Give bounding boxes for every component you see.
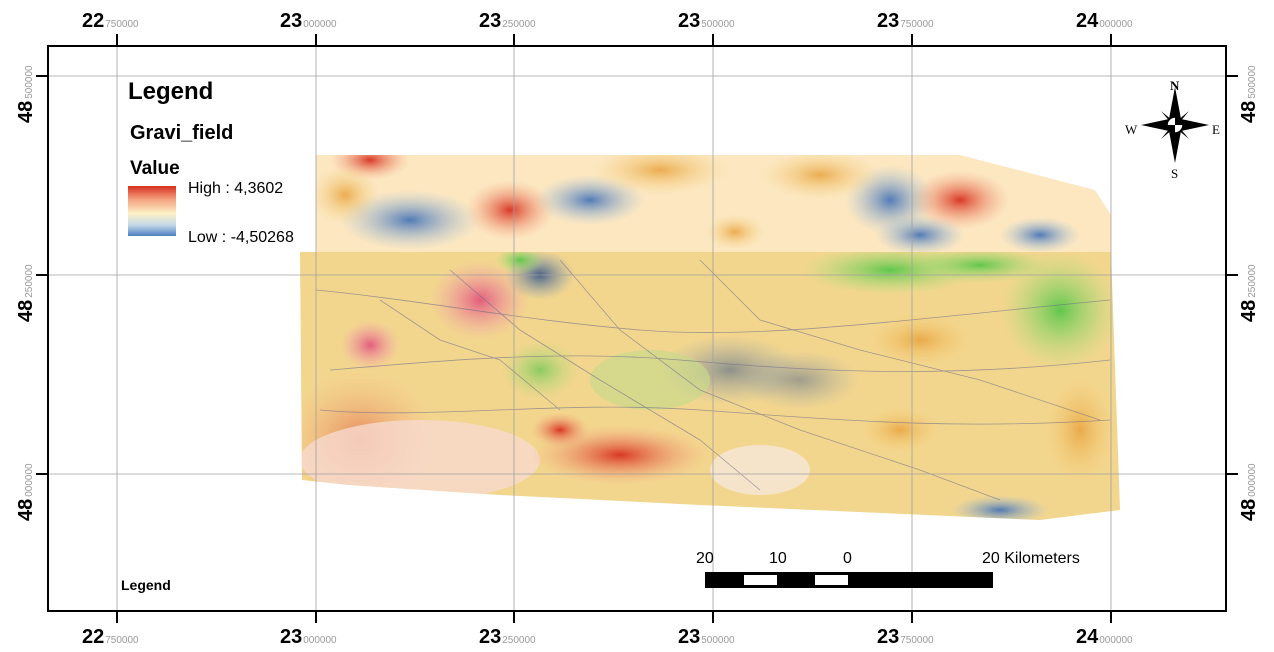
scale-label-km: 20 Kilometers: [982, 550, 1080, 567]
lon-label-bottom-3: 23250000: [479, 626, 536, 648]
legend-color-ramp: [128, 186, 176, 236]
lon-label-bottom-1: 22750000: [82, 626, 139, 648]
compass-n-label: N: [1170, 78, 1180, 93]
legend-low-label: Low : -4,50268: [188, 229, 294, 246]
lat-label-left-3: 48000000: [15, 463, 37, 521]
scale-label-10: 10: [769, 550, 787, 567]
lon-label-bottom-4: 23500000: [678, 626, 735, 648]
lon-label-top-2: 23000000: [280, 10, 337, 32]
lon-label-top-6: 24000000: [1076, 10, 1133, 32]
lon-label-top-3: 23250000: [479, 10, 536, 32]
lon-label-top-1: 22750000: [82, 10, 139, 32]
compass-s-label: S: [1171, 166, 1179, 181]
geology-overlay: [300, 252, 1120, 520]
lon-label-top-4: 23500000: [678, 10, 735, 32]
scale-label-20: 20: [696, 550, 714, 567]
legend-layer-name: Gravi_field: [130, 122, 234, 144]
lat-label-left-1: 48500000: [15, 65, 37, 123]
compass-e-label: E: [1212, 122, 1220, 137]
north-arrow-icon: [1141, 87, 1209, 163]
lat-label-left-2: 48250000: [15, 264, 37, 322]
lat-label-right-2: 48250000: [1238, 264, 1260, 322]
compass-w-label: W: [1125, 122, 1138, 137]
graticule: [36, 34, 1238, 623]
lon-label-bottom-2: 23000000: [280, 626, 337, 648]
gravity-raster-upper: [316, 155, 1111, 252]
scale-label-0: 0: [843, 550, 852, 567]
lon-label-top-5: 23750000: [877, 10, 934, 32]
legend-title: Legend: [128, 78, 214, 105]
lat-label-right-3: 48000000: [1238, 463, 1260, 521]
legend-high-label: High : 4,3602: [188, 180, 284, 197]
lon-label-bottom-5: 23750000: [877, 626, 934, 648]
legend-footer-label: Legend: [121, 577, 171, 593]
lat-label-right-1: 48500000: [1238, 65, 1260, 123]
map-neatline: [47, 45, 1227, 612]
lon-label-bottom-6: 24000000: [1076, 626, 1133, 648]
scale-bar: [705, 572, 993, 588]
legend-field-name: Value: [130, 158, 180, 179]
